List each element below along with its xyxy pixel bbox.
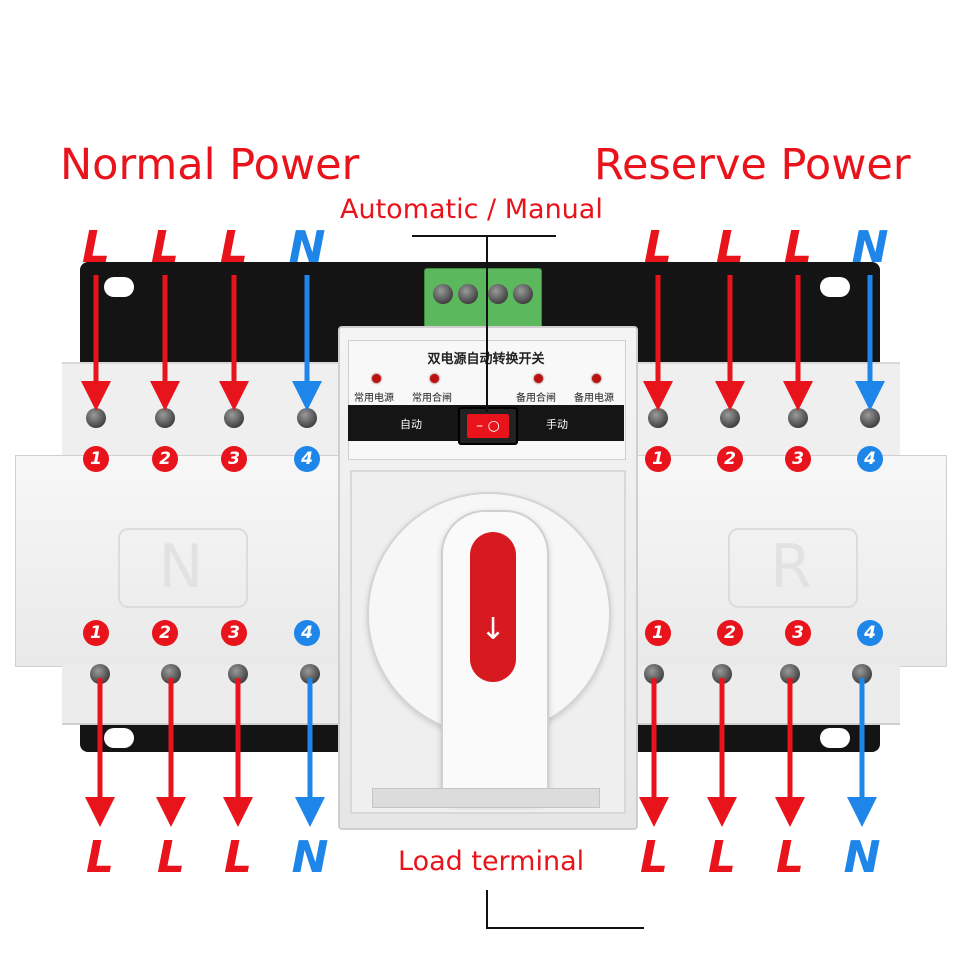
terminal-screw-top-right-2 bbox=[720, 408, 740, 428]
wire-label-bottom-right-2: L bbox=[707, 832, 737, 883]
reserve-side-badge bbox=[728, 528, 858, 608]
terminal-number-top-right-3: 3 bbox=[785, 446, 811, 472]
terminal-screw-top-left-2 bbox=[155, 408, 175, 428]
mounting-slot-top-left bbox=[104, 277, 134, 297]
panel-title: 双电源自动转换开关 bbox=[427, 352, 545, 367]
terminal-screw-bottom-right-1 bbox=[644, 664, 664, 684]
led-reserve-close bbox=[534, 374, 543, 383]
manual-label: 手动 bbox=[546, 418, 568, 431]
indicator-label-reserve-power: 备用电源 bbox=[574, 393, 614, 404]
normal-side-badge-letter: N bbox=[158, 532, 204, 602]
wire-label-bottom-right-4: N bbox=[843, 832, 881, 883]
terminal-screw-top-left-3 bbox=[224, 408, 244, 428]
wire-label-top-left-3: L bbox=[219, 222, 249, 273]
terminal-number-bottom-left-1: 1 bbox=[83, 620, 109, 646]
wire-label-bottom-left-3: L bbox=[223, 832, 253, 883]
indicator-label-reserve-close: 备用合闸 bbox=[516, 393, 556, 404]
terminal-screw-bottom-left-4 bbox=[300, 664, 320, 684]
mounting-slot-top-right bbox=[820, 277, 850, 297]
wire-label-bottom-left-4: N bbox=[291, 832, 329, 883]
terminal-number-top-left-2: 2 bbox=[152, 446, 178, 472]
auto-manual-label: Automatic / Manual bbox=[340, 194, 603, 225]
indicator-label-normal-power: 常用电源 bbox=[354, 393, 394, 404]
terminal-number-top-left-1: 1 bbox=[83, 446, 109, 472]
terminal-screw-bottom-right-2 bbox=[712, 664, 732, 684]
terminal-number-top-left-4: 4 bbox=[294, 446, 320, 472]
wire-label-top-right-3: L bbox=[783, 222, 813, 273]
reserve-side-badge-letter: R bbox=[770, 532, 812, 602]
connector-screw-1 bbox=[433, 284, 453, 304]
terminal-screw-top-left-4 bbox=[297, 408, 317, 428]
led-reserve-power bbox=[592, 374, 601, 383]
wire-label-top-right-1: L bbox=[643, 222, 673, 273]
mounting-slot-bottom-right bbox=[820, 728, 850, 748]
terminal-number-bottom-left-2: 2 bbox=[152, 620, 178, 646]
terminal-screw-bottom-right-3 bbox=[780, 664, 800, 684]
terminal-number-bottom-right-4: 4 bbox=[857, 620, 883, 646]
terminal-screw-top-right-4 bbox=[860, 408, 880, 428]
mounting-slot-bottom-left bbox=[104, 728, 134, 748]
wire-label-bottom-right-3: L bbox=[775, 832, 805, 883]
terminal-number-bottom-left-4: 4 bbox=[294, 620, 320, 646]
handle-red-insert bbox=[470, 532, 516, 682]
terminal-screw-top-right-3 bbox=[788, 408, 808, 428]
reserve-power-heading: Reserve Power bbox=[594, 140, 911, 190]
terminal-screw-top-left-1 bbox=[86, 408, 106, 428]
indicator-label-normal-close: 常用合闸 bbox=[412, 393, 452, 404]
terminal-number-bottom-right-2: 2 bbox=[717, 620, 743, 646]
terminal-number-bottom-left-3: 3 bbox=[221, 620, 247, 646]
terminal-number-top-right-1: 1 bbox=[645, 446, 671, 472]
wire-label-bottom-left-2: L bbox=[156, 832, 186, 883]
terminal-screw-top-right-1 bbox=[648, 408, 668, 428]
led-normal-close bbox=[430, 374, 439, 383]
wire-label-top-left-4: N bbox=[288, 222, 326, 273]
terminal-screw-bottom-left-3 bbox=[228, 664, 248, 684]
terminal-number-top-right-4: 4 bbox=[857, 446, 883, 472]
auto-label: 自动 bbox=[400, 418, 422, 431]
terminal-number-bottom-right-3: 3 bbox=[785, 620, 811, 646]
auto-manual-switch[interactable]: – ○ bbox=[458, 407, 518, 445]
terminal-screw-bottom-left-2 bbox=[161, 664, 181, 684]
led-normal-power bbox=[372, 374, 381, 383]
connector-screw-3 bbox=[488, 284, 508, 304]
normal-power-heading: Normal Power bbox=[60, 140, 360, 190]
terminal-screw-bottom-right-4 bbox=[852, 664, 872, 684]
load-terminal-leader-line bbox=[486, 890, 644, 929]
connector-screw-4 bbox=[513, 284, 533, 304]
wire-label-top-left-1: L bbox=[81, 222, 111, 273]
terminal-number-top-right-2: 2 bbox=[717, 446, 743, 472]
wire-label-bottom-left-1: L bbox=[85, 832, 115, 883]
down-arrow-icon: ↓ bbox=[480, 612, 506, 647]
wire-label-top-right-2: L bbox=[715, 222, 745, 273]
wire-label-bottom-right-1: L bbox=[639, 832, 669, 883]
terminal-screw-bottom-left-1 bbox=[90, 664, 110, 684]
load-terminal-label: Load terminal bbox=[398, 846, 585, 877]
wire-label-top-right-4: N bbox=[851, 222, 889, 273]
model-plate bbox=[372, 788, 600, 808]
terminal-number-top-left-3: 3 bbox=[221, 446, 247, 472]
normal-side-badge bbox=[118, 528, 248, 608]
rocker-switch-icon: – ○ bbox=[467, 414, 509, 438]
wire-label-top-left-2: L bbox=[150, 222, 180, 273]
terminal-number-bottom-right-1: 1 bbox=[645, 620, 671, 646]
connector-screw-2 bbox=[458, 284, 478, 304]
